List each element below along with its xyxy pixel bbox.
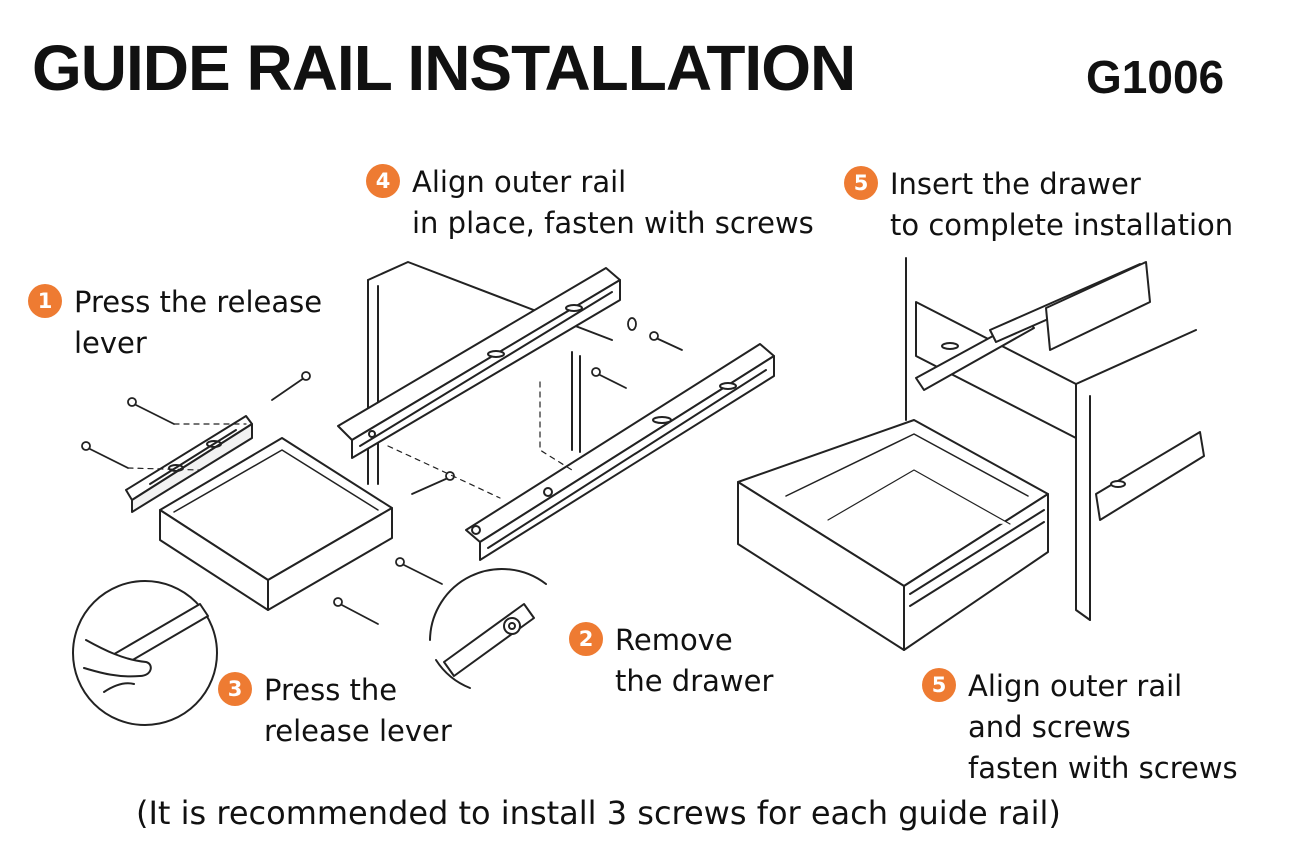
step-1: 1 Press the release lever xyxy=(28,282,322,364)
step-number-badge: 5 xyxy=(844,166,878,200)
outer-rail-lower xyxy=(465,343,775,561)
step-text: release lever xyxy=(264,714,452,748)
model-number: G1006 xyxy=(1086,51,1225,103)
outer-rail-upper xyxy=(337,267,621,459)
step-number-badge: 2 xyxy=(569,622,603,656)
step-3: 3 Press the release lever xyxy=(218,670,452,752)
step-text: Align outer rail xyxy=(412,165,627,199)
step-text: Press the xyxy=(264,673,398,707)
inner-rail-diagram xyxy=(125,415,253,513)
step-text: the drawer xyxy=(615,664,774,698)
cabinet-rails xyxy=(915,261,1205,521)
installed-drawer xyxy=(737,419,1049,651)
step-number-badge: 3 xyxy=(218,672,252,706)
step-5-align: 5 Align outer rail and screws fasten with … xyxy=(922,666,1238,789)
screws-step4 xyxy=(387,317,683,499)
step-text: to complete installation xyxy=(890,208,1234,242)
footnote: (It is recommended to install 3 screws f… xyxy=(136,794,1061,832)
step-text: in place, fasten with screws xyxy=(412,206,814,240)
step-text: Insert the drawer xyxy=(890,167,1141,201)
page-title: GUIDE RAIL INSTALLATION xyxy=(32,32,856,104)
step-text: Press the release xyxy=(74,285,323,319)
drawer-box-small xyxy=(159,437,393,611)
step-text: Align outer rail xyxy=(968,669,1183,703)
step-text: Remove xyxy=(615,623,733,657)
remove-drawer-detail xyxy=(429,567,547,689)
step-2: 2 Remove the drawer xyxy=(569,620,773,702)
release-lever-detail xyxy=(72,580,218,726)
step-number-badge: 5 xyxy=(922,668,956,702)
step-5-insert: 5 Insert the drawer to complete installat… xyxy=(844,164,1233,246)
step-text: fasten with screws xyxy=(968,751,1238,785)
cabinet-frame xyxy=(905,257,1197,621)
step-text: lever xyxy=(74,326,147,360)
step-4: 4 Align outer rail in place, fasten with … xyxy=(366,162,814,244)
step-text: and screws xyxy=(968,710,1131,744)
step-number-badge: 1 xyxy=(28,284,62,318)
step-number-badge: 4 xyxy=(366,164,400,198)
screws-step1 xyxy=(81,371,455,625)
